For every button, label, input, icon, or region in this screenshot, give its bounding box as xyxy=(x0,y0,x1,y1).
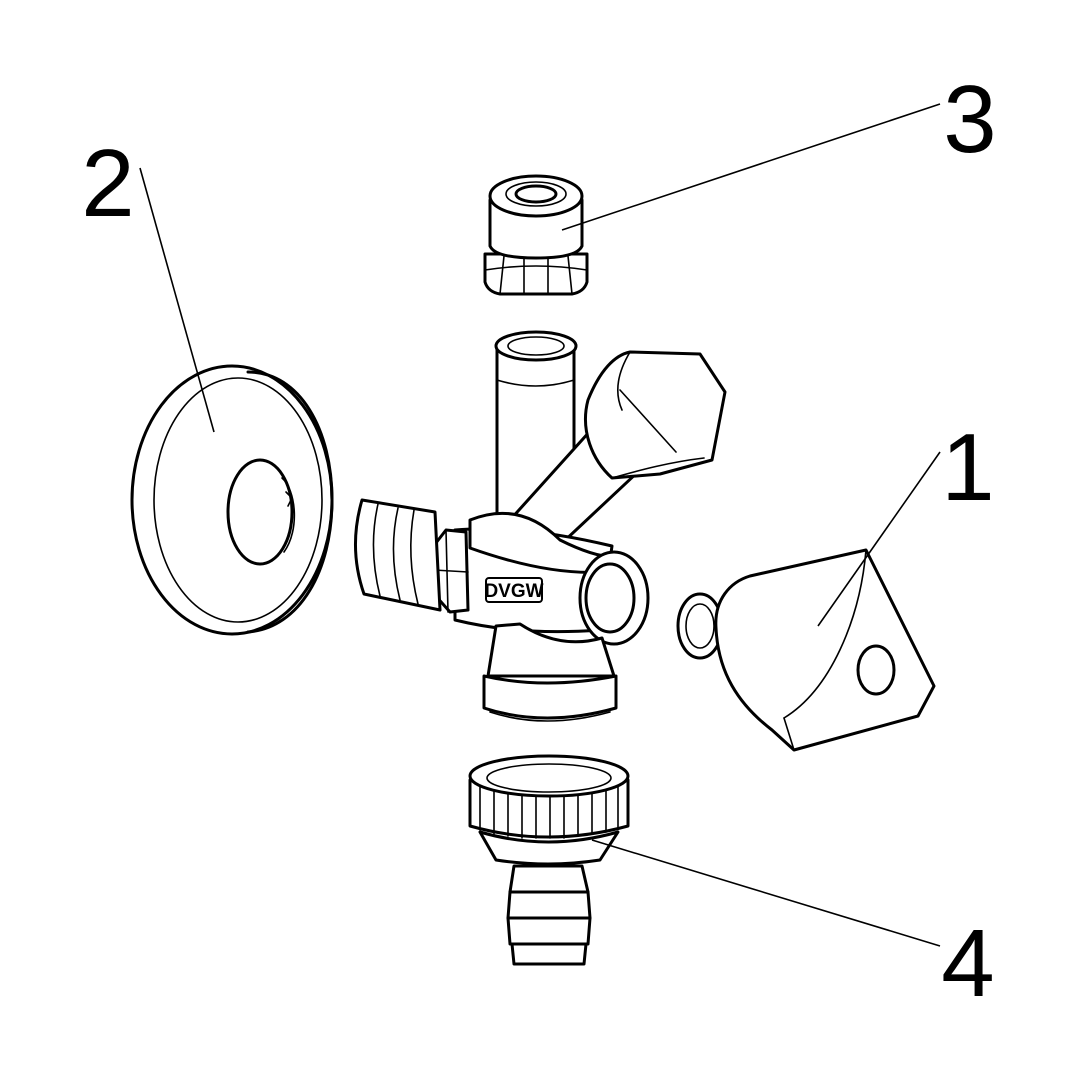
valve-body: DVGW xyxy=(354,330,727,722)
part-4-hose-connector xyxy=(468,754,630,966)
leader-2 xyxy=(139,167,215,433)
callout-label-2: 2 xyxy=(81,130,134,237)
leader-1 xyxy=(817,451,941,627)
callout-label-4: 4 xyxy=(941,910,994,1017)
part-1-handle xyxy=(676,548,936,752)
dvgw-stamp: DVGW xyxy=(484,581,543,602)
part-2-wall-rosette xyxy=(130,364,334,636)
part-3-compression-nut xyxy=(483,174,589,296)
leader-3 xyxy=(561,103,941,231)
callout-label-1: 1 xyxy=(941,414,994,521)
callout-leaders xyxy=(139,103,941,947)
callout-label-3: 3 xyxy=(943,66,996,173)
leader-4 xyxy=(591,839,941,947)
